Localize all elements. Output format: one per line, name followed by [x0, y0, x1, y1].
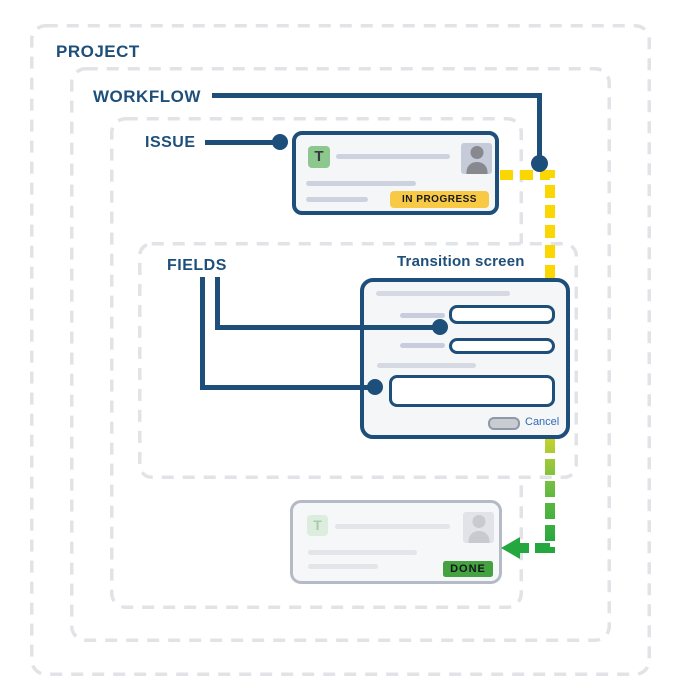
workflow-label: WORKFLOW: [93, 87, 201, 106]
issue-card-in-progress: T IN PROGRESS: [292, 131, 499, 215]
done-transition-dashed-path: [514, 437, 555, 553]
form-input-field: [449, 305, 555, 324]
issue-type-icon: T: [307, 515, 328, 536]
assignee-avatar: [461, 143, 492, 174]
issue-title-placeholder: [335, 524, 450, 529]
issue-card-done: T DONE: [290, 500, 502, 584]
issue-label: ISSUE: [145, 134, 196, 151]
assignee-avatar: [463, 512, 494, 543]
field-label-placeholder: [400, 313, 445, 318]
avatar-person-icon: [472, 515, 485, 528]
workflow-pointer-line: [537, 93, 542, 157]
avatar-person-icon: [470, 146, 483, 159]
issue-text-placeholder: [306, 181, 416, 186]
fields-label: FIELDS: [167, 257, 227, 274]
issue-pointer-dot: [272, 134, 288, 150]
workflow-pointer-dot: [531, 155, 548, 172]
project-boundary-box: [30, 24, 651, 676]
issue-title-placeholder: [336, 154, 450, 159]
workflow-boundary-box: [70, 67, 611, 642]
form-input-field: [449, 338, 555, 354]
submit-button-placeholder: [488, 417, 520, 430]
issue-text-placeholder: [306, 197, 368, 202]
issue-type-icon: T: [308, 146, 330, 168]
issue-text-placeholder: [308, 564, 378, 569]
issue-pointer-line: [205, 140, 275, 145]
fields-pointer-dot: [367, 379, 383, 395]
form-heading-placeholder: [376, 291, 510, 296]
transition-screen-title: Transition screen: [397, 253, 525, 270]
status-badge-in-progress: IN PROGRESS: [390, 191, 489, 208]
fields-pointer-line: [200, 277, 205, 389]
project-label: PROJECT: [56, 42, 140, 61]
transition-screen-card: Cancel: [360, 278, 570, 439]
fields-pointer-line: [200, 385, 376, 390]
status-badge-done: DONE: [443, 561, 493, 577]
section-label-placeholder: [377, 363, 476, 368]
cancel-button: Cancel: [525, 416, 560, 428]
fields-pointer-dot: [432, 319, 448, 335]
workflow-pointer-line: [212, 93, 539, 98]
field-label-placeholder: [400, 343, 445, 348]
issue-text-placeholder: [308, 550, 417, 555]
fields-pointer-line: [215, 277, 220, 329]
fields-pointer-line: [215, 325, 441, 330]
in-progress-transition-dashed-path: [500, 170, 555, 286]
form-textarea-field: [389, 375, 555, 407]
